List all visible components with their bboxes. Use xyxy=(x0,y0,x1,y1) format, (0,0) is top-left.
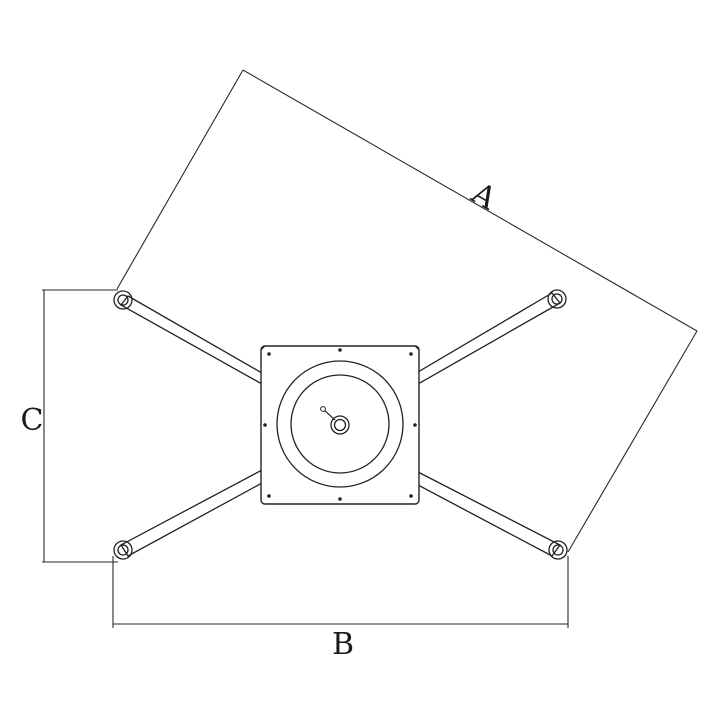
dimension-a-extension-right xyxy=(567,330,698,553)
foot-bottom-left xyxy=(113,540,133,560)
inner-ring xyxy=(290,374,390,474)
screw-hole xyxy=(267,494,271,498)
dimension-b: B xyxy=(112,556,569,662)
plate-outline xyxy=(260,345,420,505)
arm-bottom-right xyxy=(417,470,561,557)
screw-hole xyxy=(338,497,342,501)
center-hub xyxy=(320,406,350,435)
center-plate xyxy=(260,345,420,505)
dimension-b-label: B xyxy=(332,627,354,662)
foot-top-left xyxy=(113,290,133,310)
screw-hole xyxy=(267,352,271,356)
arm-top-left xyxy=(120,295,263,386)
dimension-a-line xyxy=(242,69,698,332)
foot-bottom-right xyxy=(548,540,568,560)
screw-hole xyxy=(409,352,413,356)
screw-hole xyxy=(413,423,417,427)
screw-hole xyxy=(338,348,342,352)
screw-hole xyxy=(409,494,413,498)
dimension-c-label: C xyxy=(21,403,44,438)
outer-ring xyxy=(276,360,404,488)
dimension-c: C xyxy=(21,289,118,563)
dimension-a-extension-left xyxy=(116,69,244,290)
arm-bottom-left xyxy=(120,468,263,557)
screw-hole xyxy=(263,423,267,427)
feet xyxy=(113,289,568,560)
arm-top-right xyxy=(417,292,561,386)
dimension-a-label: A xyxy=(465,175,502,217)
foot-top-right xyxy=(547,289,567,309)
arms xyxy=(120,292,561,557)
